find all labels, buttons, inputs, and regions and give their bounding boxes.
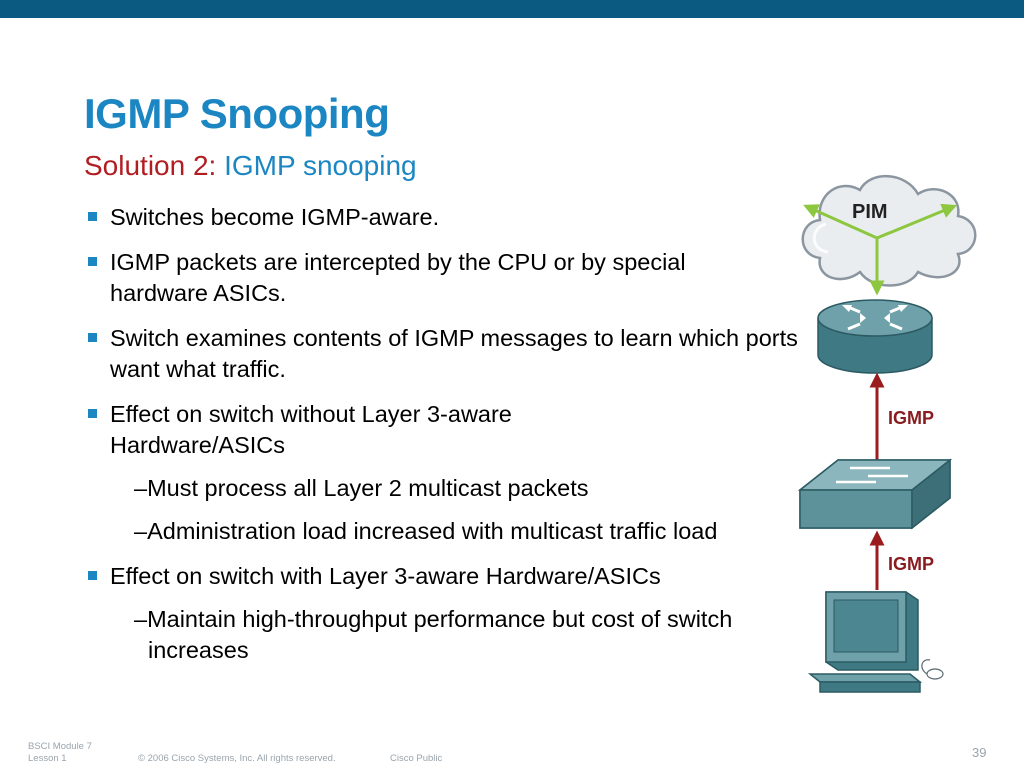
pim-arrows [803,203,957,296]
bullet-item: Effect on switch with Layer 3-aware Hard… [86,561,810,666]
bullet-item: Effect on switch without Layer 3-aware H… [86,399,717,547]
footer-copyright: © 2006 Cisco Systems, Inc. All rights re… [138,753,336,764]
slide-subtitle: Solution 2: IGMP snooping [84,150,417,182]
footer-module: BSCI Module 7 Lesson 1 [28,741,92,765]
bullet-list: Switches become IGMP-aware. IGMP packets… [86,202,806,680]
bullet-item: IGMP packets are intercepted by the CPU … [86,247,730,309]
bullet-text: Switch examines contents of IGMP message… [110,325,798,382]
slide-title: IGMP Snooping [84,90,390,137]
switch-icon [797,458,953,530]
bullet-item: Switches become IGMP-aware. [86,202,570,233]
square-bullet-icon [88,571,97,580]
cloud-icon [801,175,977,287]
square-bullet-icon [88,212,97,221]
bullet-text: Effect on switch with Layer 3-aware Hard… [110,563,661,589]
square-bullet-icon [88,333,97,342]
square-bullet-icon [88,257,97,266]
bullet-text: Switches become IGMP-aware. [110,204,440,230]
footer-lesson-text: Lesson 1 [28,753,67,764]
sub-bullet-item: –Administration load increased with mult… [134,518,718,544]
workstation-icon [807,591,944,693]
subtitle-lead: Solution 2: [84,150,217,181]
sub-bullet-item: –Maintain high-throughput performance bu… [134,606,733,663]
bullet-text: IGMP packets are intercepted by the CPU … [110,249,686,306]
cloud-label: PIM [852,201,888,223]
igmp-label-upper: IGMP [888,408,934,428]
square-bullet-icon [88,409,97,418]
bullet-text: Effect on switch without Layer 3-aware H… [110,401,512,458]
footer-classification: Cisco Public [390,753,443,764]
network-diagram: PIM IGMP [797,175,977,693]
igmp-label-lower: IGMP [888,554,934,574]
router-icon [817,299,933,374]
footer-module-text: BSCI Module 7 [28,741,92,752]
subtitle-rest: IGMP snooping [224,150,417,181]
bullet-item: Switch examines contents of IGMP message… [86,323,810,385]
sub-bullet-item: –Must process all Layer 2 multicast pack… [134,475,589,501]
page-number: 39 [972,745,987,760]
top-banner [0,0,1024,18]
